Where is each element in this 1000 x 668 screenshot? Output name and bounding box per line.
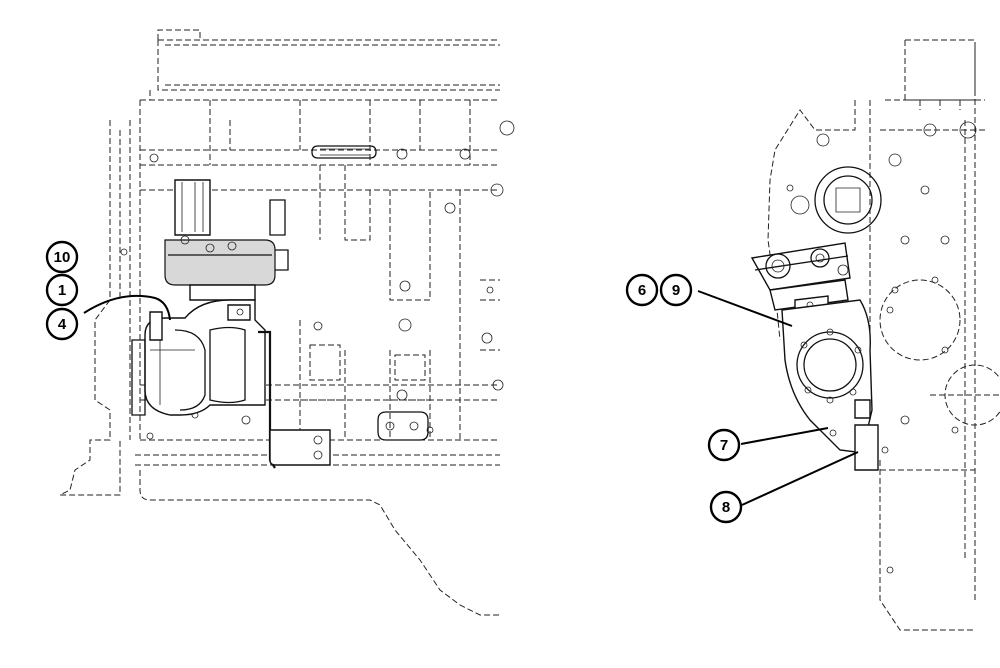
callout-7: 7	[707, 428, 741, 462]
callout-1: 1	[45, 273, 79, 307]
leader-4	[83, 294, 171, 321]
callout-7-label: 7	[720, 437, 728, 454]
callout-6-label: 6	[638, 282, 646, 299]
leader-7	[740, 427, 829, 445]
right-engine-view	[750, 39, 1000, 631]
callout-9: 9	[659, 273, 693, 307]
leader-8	[741, 451, 859, 506]
callout-10: 10	[45, 240, 79, 274]
callout-1-label: 1	[58, 282, 66, 299]
left-engine-view	[59, 29, 515, 616]
callout-8: 8	[709, 490, 743, 524]
callout-4-label: 4	[58, 316, 67, 333]
leader-6-9	[697, 290, 793, 327]
callout-10-label: 10	[54, 249, 71, 266]
compressor-mounting-bracket	[750, 242, 879, 471]
callout-6: 6	[625, 273, 659, 307]
callout-8-label: 8	[722, 499, 730, 516]
callout-9-label: 9	[672, 282, 680, 299]
air-compressor	[131, 179, 331, 469]
callout-4: 4	[45, 307, 79, 341]
